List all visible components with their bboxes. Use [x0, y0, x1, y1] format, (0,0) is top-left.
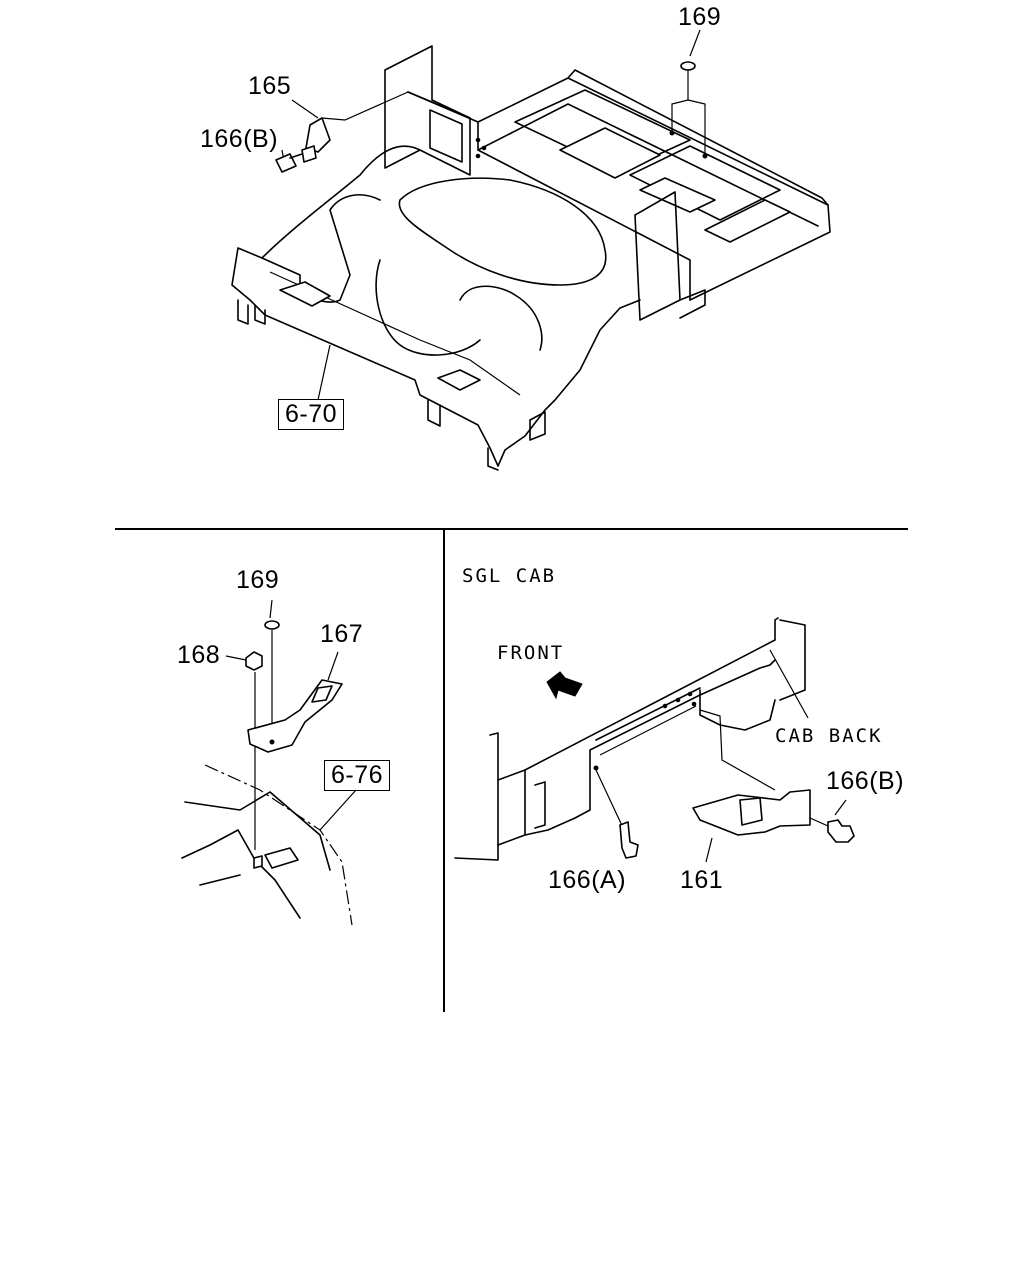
callout-169-top: 169 — [678, 3, 722, 31]
callout-166b-top: 166(B) — [200, 125, 279, 153]
callout-167: 167 — [320, 620, 364, 648]
right-detail-cab-back — [454, 617, 855, 863]
callout-169-left: 169 — [236, 566, 280, 594]
section-heading: SGL CAB — [462, 565, 557, 587]
callout-168: 168 — [177, 641, 221, 669]
reference-6-76[interactable]: 6-76 — [324, 760, 391, 791]
left-detail-bracket — [181, 599, 357, 926]
reference-6-70[interactable]: 6-70 — [278, 399, 345, 430]
callout-166a: 166(A) — [548, 866, 627, 894]
front-label: FRONT — [497, 642, 565, 664]
callout-165: 165 — [248, 72, 292, 100]
callout-161: 161 — [680, 866, 724, 894]
callout-166b-right: 166(B) — [826, 767, 905, 795]
front-arrow-icon — [546, 671, 583, 700]
cab-back-label: CAB BACK — [775, 725, 883, 747]
cab-floor-assembly — [231, 29, 831, 471]
